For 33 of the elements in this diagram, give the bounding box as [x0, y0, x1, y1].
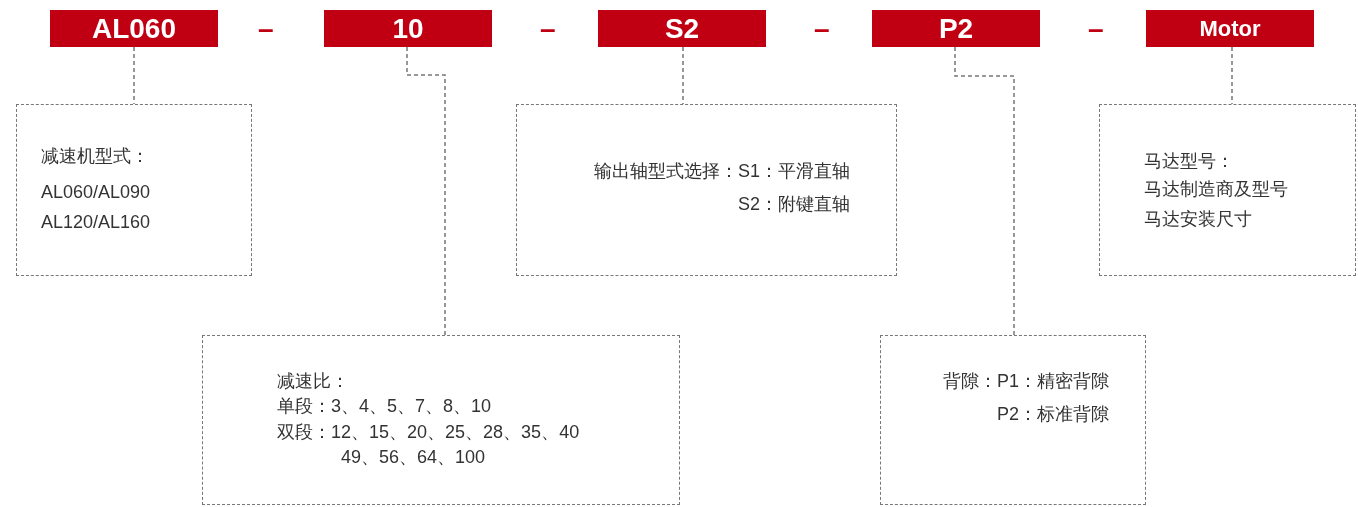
- separator-dash: –: [814, 14, 830, 44]
- description-text: 背隙：P1：精密背隙: [942, 370, 1109, 392]
- description-text: 马达制造商及型号: [1144, 178, 1288, 200]
- code-segment-box: P2: [872, 10, 1040, 47]
- description-text: S2：附键直轴: [737, 193, 850, 215]
- description-text: 减速比：: [277, 370, 349, 392]
- description-text: 49、56、64、100: [341, 446, 486, 468]
- description-text: 双段：12、15、20、25、28、35、40: [277, 421, 580, 443]
- description-box: [202, 335, 680, 505]
- description-text: 减速机型式：: [41, 145, 149, 167]
- separator-dash: –: [1088, 14, 1104, 44]
- description-text: 马达型号：: [1144, 150, 1234, 172]
- description-text: AL060/AL090: [41, 181, 151, 203]
- description-text: 输出轴型式选择：S1：平滑直轴: [593, 160, 850, 182]
- description-box: [16, 104, 252, 276]
- description-text: 单段：3、4、5、7、8、10: [277, 395, 492, 417]
- description-text: AL120/AL160: [41, 211, 151, 233]
- leader-line: [1231, 46, 1233, 105]
- leader-line: [954, 46, 1015, 336]
- code-segment-box: AL060: [50, 10, 218, 47]
- description-text: P2：标准背隙: [996, 403, 1109, 425]
- description-box: [880, 335, 1146, 505]
- leader-line: [133, 46, 135, 105]
- description-text: 马达安装尺寸: [1144, 208, 1252, 230]
- code-segment-box: 10: [324, 10, 492, 47]
- code-segment-box: Motor: [1146, 10, 1314, 47]
- code-segment-box: S2: [598, 10, 766, 47]
- separator-dash: –: [258, 14, 274, 44]
- separator-dash: –: [540, 14, 556, 44]
- description-box: [516, 104, 897, 276]
- leader-line: [682, 46, 684, 105]
- leader-line: [406, 46, 446, 336]
- description-box: [1099, 104, 1356, 276]
